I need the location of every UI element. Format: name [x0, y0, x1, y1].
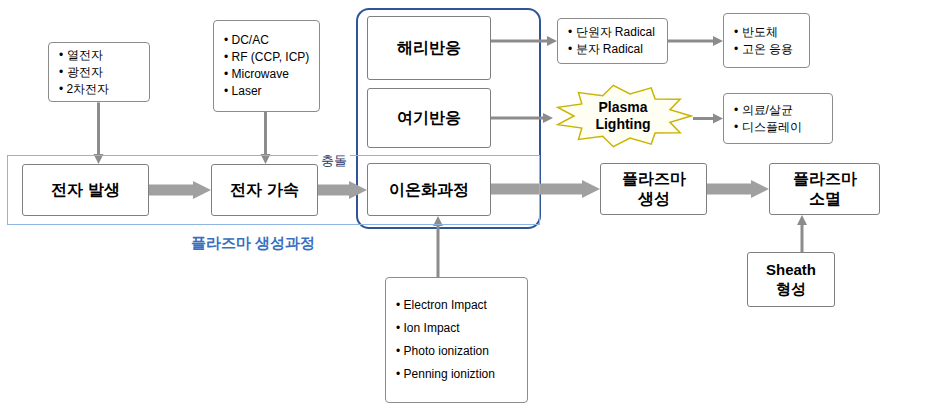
starburst-outline [558, 85, 691, 146]
connector-arrow [149, 185, 193, 196]
node-label: 전자 발생 [51, 180, 119, 200]
connector-arrow [491, 184, 582, 195]
edge-label: 충돌 [318, 152, 350, 170]
process-box: 이온화과정 [367, 163, 491, 216]
process-box: Sheath 형성 [747, 252, 835, 307]
connector-arrow [97, 102, 100, 154]
list-item: • Electron Impact [396, 294, 487, 317]
list-item: • 광전자 [59, 64, 103, 81]
node-label: 전자 가속 [230, 180, 298, 200]
connector-arrow [693, 117, 713, 120]
list-item: • 의료/살균 [734, 102, 793, 119]
connector-arrow [668, 40, 713, 43]
list-item: • RF (CCP, ICP) [224, 49, 309, 66]
list-item: • 반도체 [734, 24, 778, 41]
connector-arrow [707, 184, 751, 195]
list-item: • 분자 Radical [568, 41, 643, 58]
process-box: 전자 가속 [211, 164, 318, 216]
source-list: • DC/AC• RF (CCP, ICP)• Microwave• Laser [213, 20, 320, 112]
process-box: 전자 발생 [22, 164, 149, 216]
mechanism-list: • Electron Impact• Ion Impact• Photo ion… [385, 277, 528, 403]
list-item: • Penning ioniztion [396, 363, 495, 386]
process-box: 플라즈마 생성 [600, 163, 707, 215]
node-label: Sheath 형성 [760, 261, 822, 299]
process-band: 플라즈마 생성과정전자 발생전자 가속이온화과정 [7, 155, 540, 225]
connector-arrow [264, 112, 267, 154]
list-item: • 고온 응용 [734, 41, 793, 58]
band-heading: 플라즈마 생성과정 [191, 234, 315, 253]
connector-arrow [318, 185, 349, 196]
node-label: 여기반응 [397, 108, 461, 128]
process-box: 플라즈마 소멸 [769, 163, 880, 215]
node-label: Plasma Lighting [583, 99, 663, 133]
node-label: 플라즈마 생성 [614, 169, 694, 209]
process-box: 해리반응 [367, 16, 491, 80]
starburst: Plasma Lighting [553, 83, 693, 149]
list-item: • DC/AC [224, 32, 269, 49]
connector-arrow [491, 40, 547, 43]
application-list: • 반도체• 고온 응용 [723, 13, 810, 68]
list-item: • Laser [224, 83, 262, 100]
node-label: 이온화과정 [389, 180, 469, 200]
list-item: • Ion Impact [396, 317, 460, 340]
process-box: 여기반응 [367, 88, 491, 148]
list-item: • 2차전자 [59, 81, 109, 98]
connector-arrow [491, 117, 543, 120]
product-list: • 단원자 Radical• 분자 Radical [557, 18, 668, 64]
connector-arrow [801, 225, 804, 252]
node-label: 해리반응 [397, 38, 461, 58]
list-item: • Microwave [224, 66, 289, 83]
list-item: • Photo ionization [396, 340, 489, 363]
source-list: • 열전자• 광전자• 2차전자 [48, 42, 150, 102]
application-list: • 의료/살균• 디스플레이 [723, 93, 833, 144]
list-item: • 단원자 Radical [568, 24, 655, 41]
list-item: • 디스플레이 [734, 119, 802, 136]
node-label: 플라즈마 소멸 [785, 169, 865, 209]
list-item: • 열전자 [59, 47, 103, 64]
connector-arrow [437, 226, 440, 277]
